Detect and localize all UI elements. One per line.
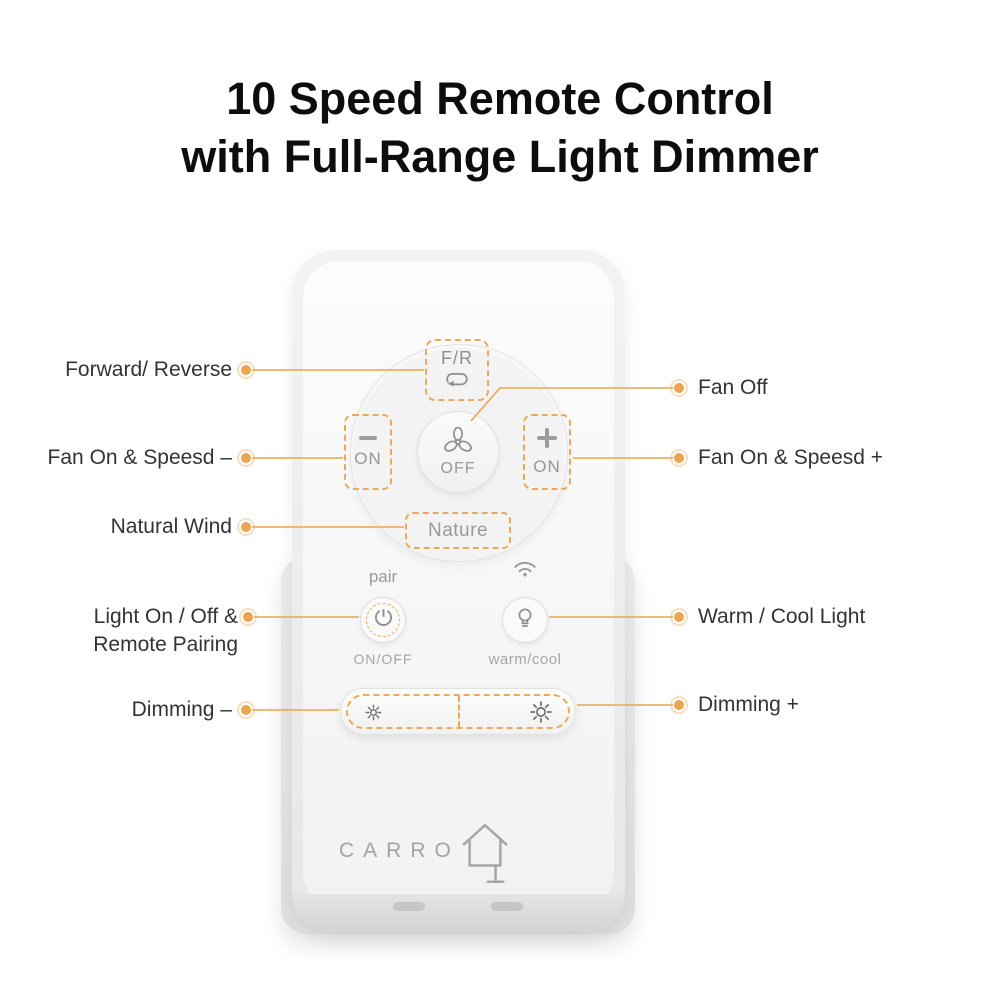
plus-icon xyxy=(537,427,557,448)
light-onoff-pair-button xyxy=(360,597,406,643)
title-line-2: with Full-Range Light Dimmer xyxy=(181,130,819,182)
on-right-label: ON xyxy=(533,456,561,476)
house-icon xyxy=(461,818,509,893)
page-title: 10 Speed Remote Control with Full-Range … xyxy=(0,70,1000,185)
remote-bottom-notch xyxy=(393,902,425,911)
dial-circle xyxy=(350,344,568,562)
loop-arrow-icon xyxy=(444,371,470,392)
onoff-caption: ON/OFF xyxy=(353,651,413,667)
fan-off-button: OFF xyxy=(417,411,499,493)
sun-large-icon xyxy=(529,700,553,729)
remote-bottom-notch xyxy=(491,902,523,911)
dimmer-dashed-outline xyxy=(346,694,570,729)
forward-reverse-button: F/R xyxy=(425,339,489,401)
dot-fan-speed-up xyxy=(674,453,684,463)
pair-dashed-ring xyxy=(366,603,400,637)
callout-fan-off: Fan Off xyxy=(698,376,768,399)
warm-cool-light-button xyxy=(502,597,548,643)
fan-speed-down-button: ON xyxy=(344,414,392,490)
dimmer-rocker xyxy=(340,688,576,735)
callout-forward-reverse: Forward/ Reverse xyxy=(65,358,232,381)
dot-natural-wind xyxy=(241,522,251,532)
off-button-label: OFF xyxy=(440,459,476,477)
dot-light-onoff xyxy=(243,612,253,622)
sun-small-icon xyxy=(365,704,382,726)
minus-icon xyxy=(359,435,377,440)
warmcool-caption: warm/cool xyxy=(488,651,562,668)
fan-speed-up-button: ON xyxy=(523,414,571,490)
fr-button-label: F/R xyxy=(441,348,473,368)
dot-dimming-down xyxy=(241,705,251,715)
callout-dimming-up: Dimming + xyxy=(698,693,799,716)
callout-warm-cool: Warm / Cool Light xyxy=(698,605,866,628)
bulb-icon xyxy=(516,607,534,634)
fan-icon xyxy=(443,426,473,462)
title-line-1: 10 Speed Remote Control xyxy=(226,73,774,124)
callout-light-onoff-pairing: Light On / Off & Remote Pairing xyxy=(0,603,238,659)
on-left-label: ON xyxy=(354,448,382,468)
callout-dimming-down: Dimming – xyxy=(131,698,232,721)
dimmer-divider xyxy=(458,696,460,727)
remote-bottom-band xyxy=(292,894,625,932)
power-icon xyxy=(374,608,392,631)
nature-button: Nature xyxy=(405,512,511,549)
dot-fan-speed-down xyxy=(241,453,251,463)
dot-forward-reverse xyxy=(241,365,251,375)
pair-label: pair xyxy=(368,567,398,586)
wifi-icon xyxy=(511,558,539,578)
brand-logo-text: CARRO xyxy=(339,839,460,862)
dot-dimming-up xyxy=(674,700,684,710)
callout-light-onoff-line1: Light On / Off & xyxy=(93,605,238,628)
nature-button-label: Nature xyxy=(427,519,489,541)
callout-light-onoff-line2: Remote Pairing xyxy=(93,633,238,656)
dot-fan-off xyxy=(674,383,684,393)
callout-fan-speed-down: Fan On & Speesd – xyxy=(47,446,232,469)
dot-warm-cool xyxy=(674,612,684,622)
callout-natural-wind: Natural Wind xyxy=(110,515,232,538)
callout-fan-speed-up: Fan On & Speesd + xyxy=(698,446,884,469)
